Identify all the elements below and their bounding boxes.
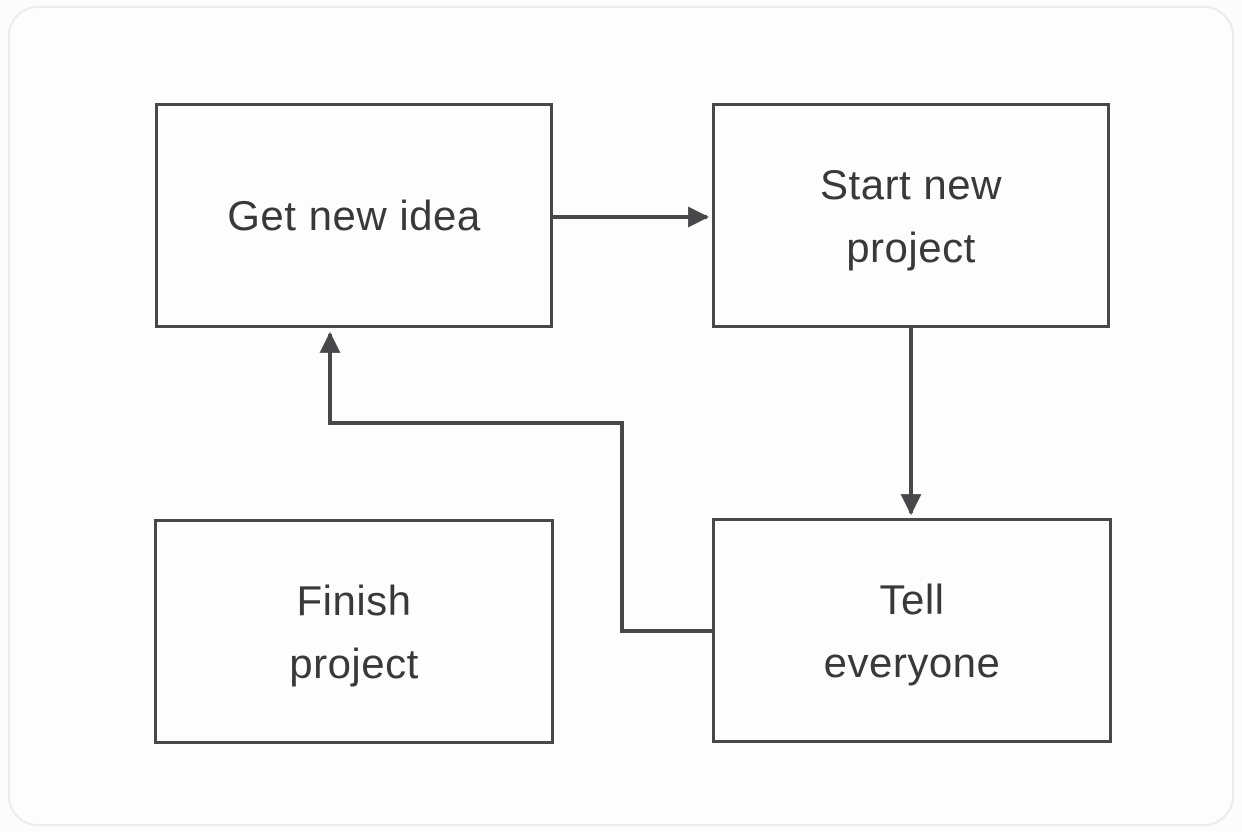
node-label: Start new project — [820, 160, 1002, 271]
node-tell-everyone: Tell everyone — [712, 518, 1112, 743]
node-finish-project: Finish project — [154, 519, 554, 744]
node-start-new-project: Start new project — [712, 103, 1110, 328]
node-label: Finish project — [289, 576, 419, 687]
node-label: Tell everyone — [823, 575, 1001, 686]
node-get-new-idea: Get new idea — [155, 103, 553, 328]
node-label: Get new idea — [227, 192, 481, 239]
